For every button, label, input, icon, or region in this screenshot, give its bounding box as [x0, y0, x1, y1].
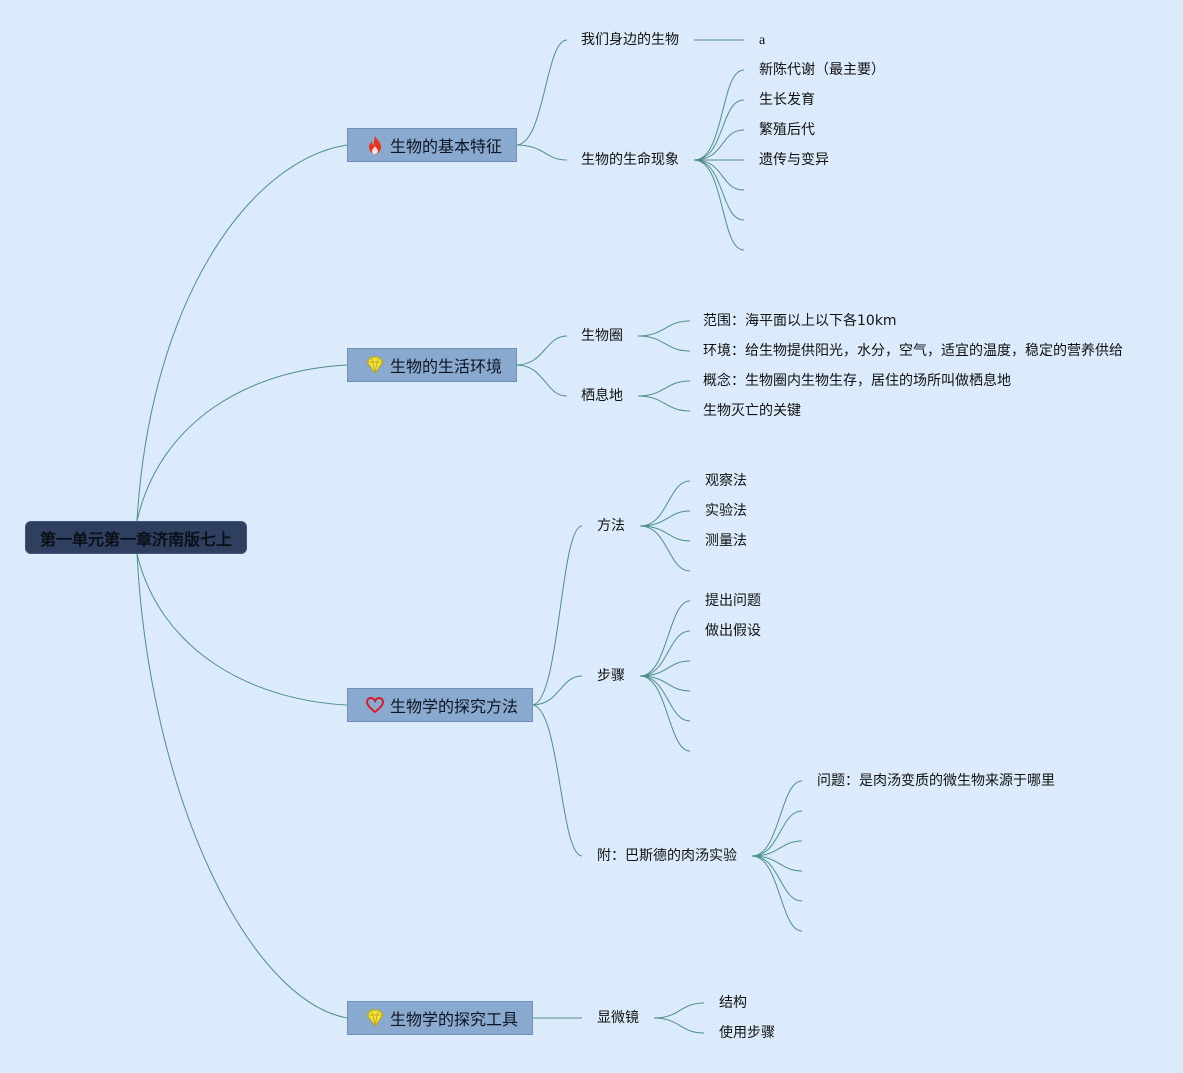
- topic-a[interactable]: a: [759, 33, 766, 48]
- topic-reproduction[interactable]: 繁殖后代: [759, 122, 815, 138]
- topic-ask-question[interactable]: 提出问题: [705, 593, 761, 609]
- topic-structure[interactable]: 结构: [719, 995, 747, 1011]
- topic-life-phenomena[interactable]: 生物的生命现象: [581, 152, 679, 168]
- branch-label: 生物的基本特征: [390, 137, 503, 156]
- topic-methods[interactable]: 方法: [597, 518, 625, 534]
- root-topic-label: 第一单元第一章济南版七上: [39, 529, 232, 549]
- topic-biosphere-range[interactable]: 范围：海平面以上以下各10km: [703, 313, 897, 329]
- topic-habitat[interactable]: 栖息地: [581, 388, 623, 404]
- topic-microscope[interactable]: 显微镜: [597, 1010, 639, 1026]
- heart-icon: [364, 694, 386, 716]
- topic-biosphere[interactable]: 生物圈: [581, 328, 623, 344]
- topic-metabolism[interactable]: 新陈代谢（最主要）: [759, 62, 885, 78]
- topic-habitat-key[interactable]: 生物灭亡的关键: [703, 403, 801, 419]
- topic-steps[interactable]: 步骤: [597, 668, 625, 684]
- topic-hypothesis[interactable]: 做出假设: [705, 623, 761, 639]
- topic-experiment[interactable]: 实验法: [705, 503, 747, 519]
- branch-label: 生物的生活环境: [390, 357, 503, 376]
- branch-basic-features[interactable]: 生物的基本特征: [347, 128, 517, 162]
- fire-icon: [364, 134, 386, 156]
- diamond-icon: [364, 1007, 386, 1029]
- topic-pasteur-question[interactable]: 问题：是肉汤变质的微生物来源于哪里: [817, 773, 1055, 789]
- topic-heredity[interactable]: 遗传与变异: [759, 152, 829, 168]
- topic-usage-steps[interactable]: 使用步骤: [719, 1025, 775, 1041]
- topic-habitat-concept[interactable]: 概念：生物圈内生物生存，居住的场所叫做栖息地: [703, 373, 1011, 389]
- topic-observation[interactable]: 观察法: [705, 473, 747, 489]
- branch-label: 生物学的探究方法: [390, 697, 519, 716]
- branch-label: 生物学的探究工具: [390, 1010, 519, 1029]
- topic-growth[interactable]: 生长发育: [759, 92, 815, 108]
- branch-research-tools[interactable]: 生物学的探究工具: [347, 1001, 533, 1035]
- root-topic[interactable]: 第一单元第一章济南版七上: [25, 521, 247, 554]
- topic-living-things-around-us[interactable]: 我们身边的生物: [581, 32, 679, 48]
- topic-biosphere-environment[interactable]: 环境：给生物提供阳光，水分，空气，适宜的温度，稳定的营养供给: [703, 343, 1123, 359]
- diamond-icon: [364, 354, 386, 376]
- topic-measurement[interactable]: 测量法: [705, 533, 747, 549]
- branch-living-environment[interactable]: 生物的生活环境: [347, 348, 517, 382]
- branch-research-methods[interactable]: 生物学的探究方法: [347, 688, 533, 722]
- topic-pasteur-experiment[interactable]: 附：巴斯德的肉汤实验: [597, 848, 737, 864]
